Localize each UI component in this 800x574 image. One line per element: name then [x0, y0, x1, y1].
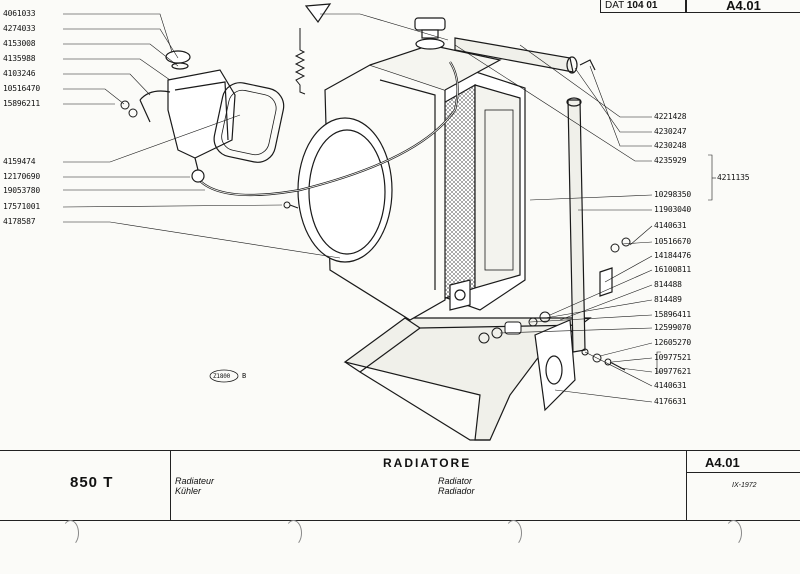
part-number-left: 4178587	[3, 217, 36, 226]
right-bracket	[599, 267, 613, 297]
spring-bracket	[304, 3, 332, 24]
binder-hole	[725, 520, 742, 546]
footer-top-rule	[0, 450, 800, 451]
drawing-ref-oval	[209, 369, 239, 383]
header-page-ref: A4.01	[686, 0, 800, 13]
part-number-right: 16100811	[654, 265, 691, 274]
title-es: Radiador	[438, 486, 475, 496]
translations-fr-de: Radiateur Kühler	[175, 476, 214, 496]
tank-gasket-inner	[221, 89, 277, 156]
footer-bottom-rule	[0, 520, 800, 521]
footer-page-ref: A4.01	[705, 455, 740, 470]
hose-clip	[579, 59, 596, 71]
model-name: 850 T	[70, 474, 114, 491]
part-number-left: 4274033	[3, 24, 36, 33]
binder-hole	[285, 520, 302, 546]
leader-lines-left	[62, 13, 449, 259]
part-number-right: 15896411	[654, 310, 691, 319]
part-number-left: 4135988	[3, 54, 36, 63]
part-number-right: 12599070	[654, 323, 691, 332]
page-title: RADIATORE	[383, 456, 472, 470]
tank-gasket	[213, 82, 285, 163]
part-number-left: 17571001	[3, 202, 40, 211]
part-number-left: 15896211	[3, 99, 40, 108]
overflow-hose-inner	[194, 61, 458, 196]
drawing-ref: Z1800	[213, 373, 231, 380]
part-number-right: 11903040	[654, 205, 691, 214]
header-dat-box: DAT 104 01	[600, 0, 686, 13]
fasteners	[120, 100, 631, 371]
part-number-right: 12605270	[654, 338, 691, 347]
part-number-right: 4230248	[654, 141, 687, 150]
part-number-right: 4221428	[654, 112, 687, 121]
part-number-right: 10516670	[654, 237, 691, 246]
part-number-right: 4235929	[654, 156, 687, 165]
lower-mount-bracket	[534, 319, 576, 412]
dat-value: 104 01	[626, 0, 658, 11]
part-number-right: 10298350	[654, 190, 691, 199]
part-number-left: 19053780	[3, 186, 40, 195]
part-number-right: 814488	[654, 280, 682, 289]
part-number-right: 10977521	[654, 353, 691, 362]
lower-hose	[566, 97, 586, 353]
upper-hose	[454, 37, 578, 74]
radiator-core	[429, 69, 526, 311]
part-number-left: 12170690	[3, 172, 40, 181]
part-number-right: 4230247	[654, 127, 687, 136]
part-number-left: 4061033	[3, 9, 36, 18]
footer-date: IX-1972	[732, 482, 757, 489]
dat-label: DAT	[605, 0, 625, 11]
footer-divider	[170, 450, 171, 520]
part-number-left: 10516470	[3, 84, 40, 93]
radiator-shroud	[297, 44, 502, 321]
expansion-tank	[139, 50, 236, 171]
part-number-right: 14184476	[654, 251, 691, 260]
part-number-left: 4153008	[3, 39, 36, 48]
tension-spring	[294, 28, 306, 95]
part-number-right: 4140631	[654, 221, 687, 230]
radiator-exploded-view	[62, 3, 716, 441]
radiator-filler-cap	[414, 17, 446, 50]
part-number-right: 4176631	[654, 397, 687, 406]
part-number-right: 814489	[654, 295, 682, 304]
radiator-stand	[343, 317, 592, 441]
hose-clamp	[191, 169, 205, 183]
footer-divider	[686, 450, 687, 520]
title-de: Kühler	[175, 486, 202, 496]
leader-lines-right	[454, 44, 716, 403]
footer-ref-rule	[686, 472, 800, 473]
part-number-right: 10977621	[654, 367, 691, 376]
drawing-ref-suffix: B	[242, 372, 247, 380]
group-part-number: 4211135	[717, 173, 750, 182]
part-number-right: 4140631	[654, 381, 687, 390]
part-number-left: 4103246	[3, 69, 36, 78]
title-en: Radiator	[438, 476, 473, 486]
binder-hole	[505, 520, 522, 546]
part-number-left: 4159474	[3, 157, 36, 166]
binder-hole	[62, 520, 79, 546]
title-fr: Radiateur	[175, 476, 215, 486]
translations-en-es: Radiator Radiador	[438, 476, 475, 496]
